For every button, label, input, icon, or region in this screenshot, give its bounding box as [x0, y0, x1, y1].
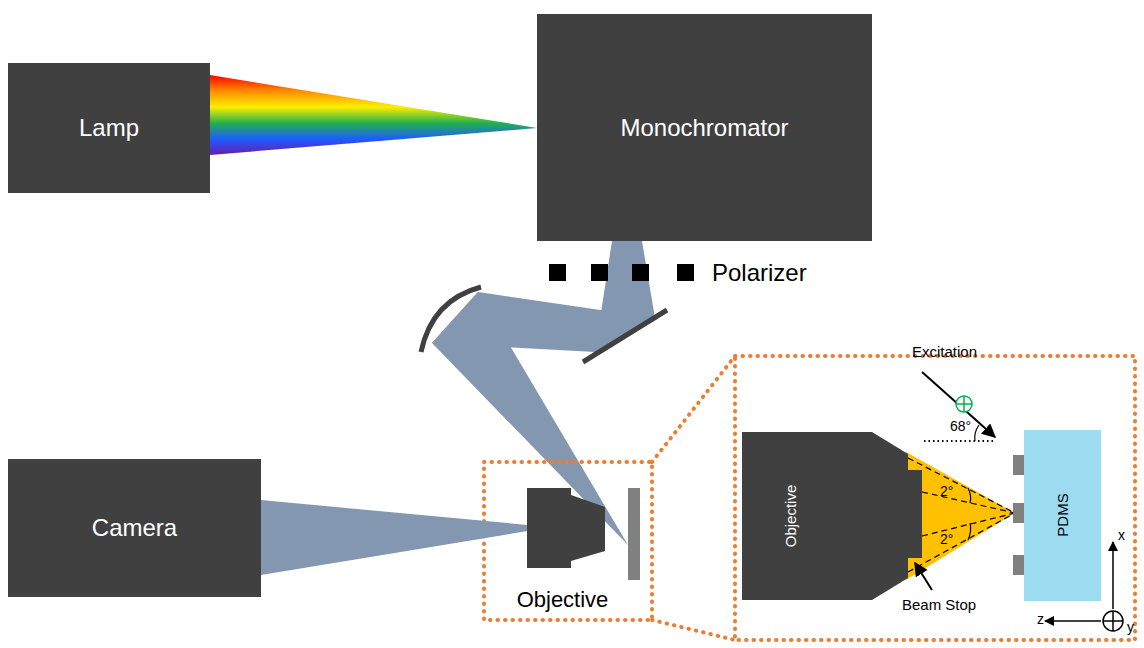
annotation-label: 2° [940, 531, 953, 547]
node-label: Camera [92, 514, 177, 542]
reference-line [924, 440, 994, 442]
objective-lens: Objective [505, 485, 620, 613]
annotation-label: Excitation [912, 343, 977, 360]
device-box: PDMS [1024, 430, 1101, 601]
angle-arc [968, 488, 971, 503]
leader-line [915, 563, 932, 590]
cone-edge [908, 458, 1015, 572]
node-label: Objective [782, 485, 799, 548]
flat-mirror [583, 310, 667, 362]
component-label: Polarizer [712, 259, 807, 287]
sample-slide [628, 488, 640, 580]
inset-frame [484, 356, 1135, 640]
objective-shape [742, 432, 908, 600]
annotation-label: z [1037, 611, 1044, 627]
pdms-tab [1013, 455, 1024, 575]
node-label: Objective [517, 587, 609, 613]
annotation-label: x [1118, 527, 1125, 543]
rainbow-beam [210, 75, 537, 155]
device-box: Lamp [8, 63, 210, 193]
excitation-arrow [922, 372, 995, 437]
annotation-label: 68° [950, 418, 971, 434]
polarization-symbol [956, 396, 972, 412]
curved-mirror [421, 287, 481, 352]
node-label: Lamp [79, 114, 139, 142]
node-label: PDMS [1054, 493, 1071, 536]
collection-cone [906, 452, 1015, 580]
objective-lens: Objective [742, 432, 908, 600]
angle-arc [975, 425, 979, 441]
annotation-label: 2° [940, 483, 953, 499]
device-box: Monochromator [537, 14, 872, 241]
device-box: Camera [8, 459, 261, 597]
polarizer-symbol [549, 264, 694, 281]
node-label: Monochromator [620, 114, 788, 142]
imaging-beam [261, 500, 528, 575]
annotation-label: Beam Stop [902, 596, 976, 613]
angle-arc [968, 523, 971, 540]
annotation-label: y [1127, 619, 1134, 635]
